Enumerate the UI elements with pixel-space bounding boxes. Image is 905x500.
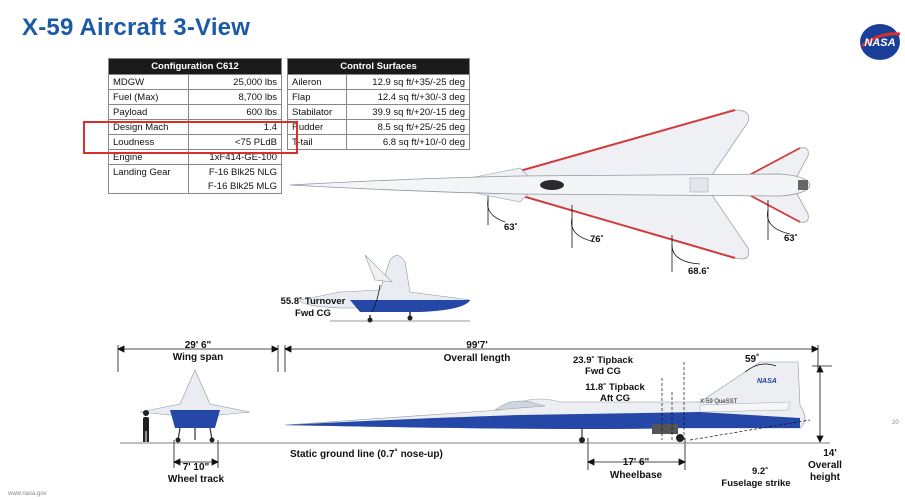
tipback-fwd-label: 23.9˚ Tipback — [572, 355, 634, 366]
side-view-aircraft — [284, 361, 806, 443]
sweep-angle-label: 76˚ — [590, 234, 604, 245]
tail-nasa-text: NASA — [757, 378, 777, 385]
tail-name-text: X-59 QueSST — [700, 399, 738, 405]
length-value: 99'7' — [466, 340, 488, 351]
turnover-label: 55.8˚ Turnover — [280, 296, 346, 307]
strike-angle-value: 9.2˚ — [752, 466, 769, 477]
front-view-aircraft — [299, 254, 471, 323]
height-value: 14' — [823, 448, 837, 459]
tipback-aft-sublabel: Aft CG — [599, 393, 631, 404]
sweep-angle-label: 63˚ — [784, 233, 798, 244]
config-value: F-16 Blk25 MLG — [187, 179, 283, 194]
front-view-small — [139, 369, 251, 443]
nasa-logo-text: NASA — [864, 37, 895, 49]
wheel-track-label: Wheel track — [167, 474, 225, 485]
config-value: F-16 Blk25 NLG — [187, 164, 283, 179]
height-label-line1: Overall — [808, 460, 842, 471]
nasa-logo: NASA — [860, 24, 901, 60]
page-number: 20 — [892, 420, 899, 426]
footer-url: www.nasa.gov — [8, 491, 47, 497]
wheel-track-value: 7' 10" — [182, 462, 210, 473]
tipback-aft-label: 11.8˚ Tipback — [585, 382, 645, 393]
wingspan-label: Wing span — [172, 352, 224, 363]
control-value: 6.8 sq ft/+10/-0 deg — [346, 134, 470, 150]
tail-angle-label: 59˚ — [745, 354, 760, 365]
top-view-aircraft — [289, 109, 811, 260]
height-label-line2: height — [810, 472, 840, 483]
ground-line-label: Static ground line (0.7˚ nose-up) — [290, 449, 443, 460]
sweep-angle-label: 63˚ — [504, 222, 518, 233]
wheelbase-label: Wheelbase — [609, 470, 663, 481]
highlight-box — [83, 121, 298, 154]
sweep-angle-label: 68.6˚ — [688, 266, 710, 277]
tipback-fwd-sublabel: Fwd CG — [585, 366, 621, 377]
wingspan-value: 29' 6" — [184, 340, 212, 351]
page-title: X-59 Aircraft 3-View — [22, 14, 251, 41]
control-header: Control Surfaces — [287, 58, 470, 75]
person-silhouette — [143, 410, 149, 442]
control-label: T-tail — [286, 134, 348, 150]
wheelbase-value: 17' 6" — [622, 457, 650, 468]
turnover-sublabel: Fwd CG — [295, 308, 331, 319]
length-label: Overall length — [443, 353, 511, 364]
strike-label: Fuselage strike — [721, 478, 791, 489]
